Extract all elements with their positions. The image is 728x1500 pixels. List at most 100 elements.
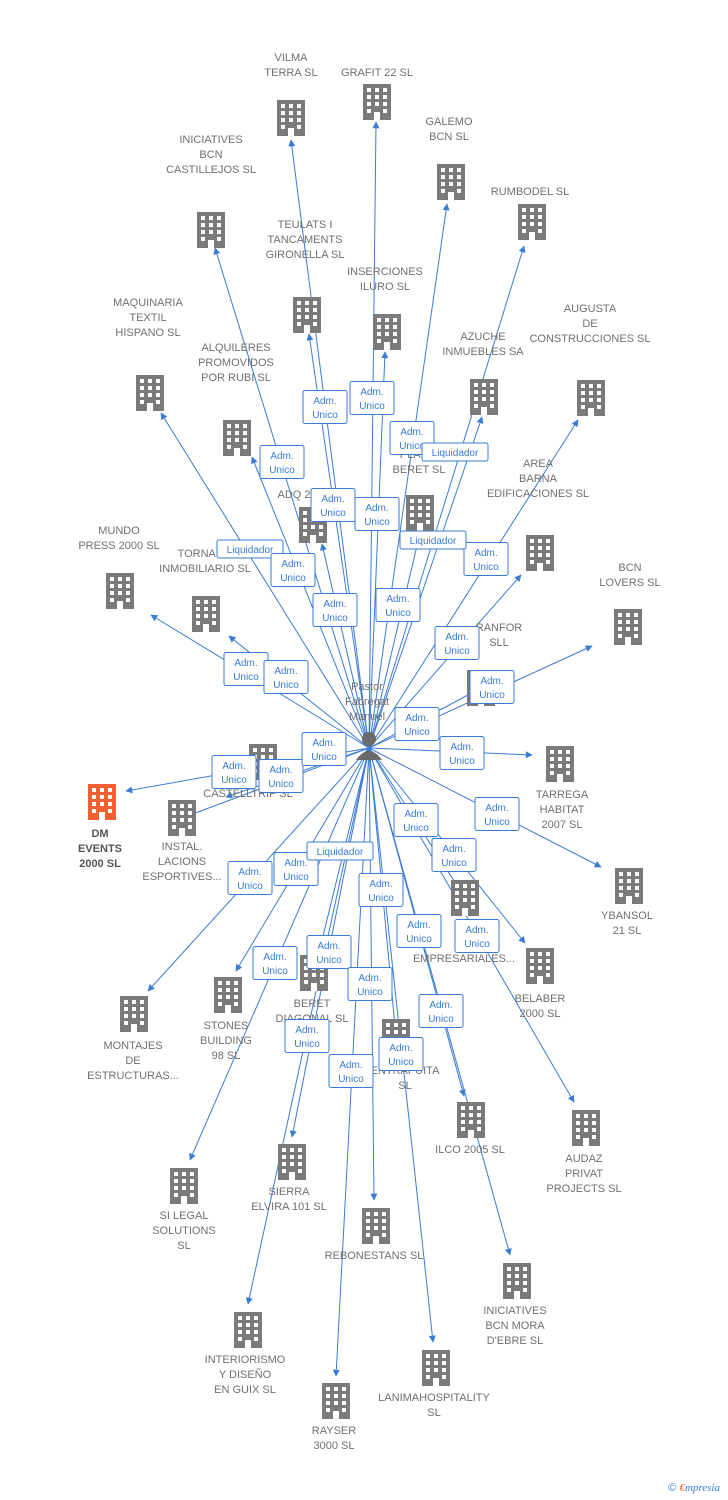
company-label: ILCO 2005 SL: [435, 1144, 505, 1156]
person-label: Pastor: [351, 681, 383, 693]
company-label: BCN MORA: [485, 1320, 545, 1332]
company-node-n7[interactable]: INSERCIONES ILURO SL: [347, 266, 423, 350]
company-node-n21[interactable]: INSTAL.LACIONSESPORTIVES...: [142, 800, 222, 883]
edge-label-text: Unico: [283, 872, 309, 883]
edge-label-box: [328, 1054, 374, 1088]
company-label: ADQ 2: [277, 489, 310, 501]
edge-label-n1: Adm.Unico: [302, 390, 348, 424]
edge-label-text: Unico: [403, 823, 429, 834]
edge-label-n8: Liquidador: [216, 539, 284, 559]
edge-label-text: Unico: [399, 441, 425, 452]
edge-label-text: Unico: [484, 817, 510, 828]
edge-label-box: [463, 542, 509, 576]
edge-label-n18: Adm.Unico: [394, 707, 440, 741]
company-label: 98 SL: [212, 1050, 241, 1062]
edge-n2: [368, 121, 380, 749]
edge-label-box: [302, 390, 348, 424]
company-label: HISPANO SL: [115, 327, 180, 339]
company-node-n2[interactable]: GRAFIT 22 SL: [341, 67, 413, 120]
edge-label-text: Unico: [294, 1039, 320, 1050]
edge-label-n32: Adm.Unico: [252, 946, 298, 980]
edge-label-n36: Adm.Unico: [284, 1019, 330, 1053]
edge-label-text: Unico: [464, 939, 490, 950]
edge-n8: [160, 412, 370, 749]
edge-label-n4: Liquidador: [421, 442, 489, 462]
edge-label-box: [421, 442, 489, 462]
company-label: TANCAMENTS: [268, 234, 343, 246]
edge-label-n6: Adm.Unico: [310, 488, 356, 522]
edge-label-n19: Adm.Unico: [258, 759, 304, 793]
building-icon: [406, 495, 434, 531]
edge-label-text: Unico: [233, 672, 259, 683]
edge-label-text: Adm.: [365, 503, 388, 514]
company-label: 2000 SL: [79, 858, 121, 870]
edge-label-n31: Adm. Unico: [454, 919, 500, 953]
company-label: INSERCIONES: [347, 266, 423, 278]
building-icon: [88, 784, 116, 820]
company-label: AUDAZ: [565, 1153, 603, 1165]
company-label: BERET: [294, 998, 331, 1010]
building-icon: [503, 1263, 531, 1299]
company-label: AUGUSTA: [564, 303, 617, 315]
company-node-n34[interactable]: REBONESTANS SL: [325, 1208, 424, 1262]
company-label: HABITAT: [540, 804, 585, 816]
building-icon: [170, 1168, 198, 1204]
building-icon: [278, 1144, 306, 1180]
edge-n13: [368, 532, 422, 749]
edge-n7: [368, 351, 389, 749]
edge-label-n23: Adm.Unico: [474, 797, 520, 831]
edge-label-n13: Liquidador: [399, 530, 467, 550]
edge-label-text: Liquidador: [317, 847, 364, 858]
company-node-n4[interactable]: RUMBODEL SL: [491, 186, 569, 240]
company-node-n30[interactable]: ILCO 2005 SL: [435, 1102, 505, 1156]
company-label: EMPRESARIALES...: [413, 953, 515, 965]
edge-label-box: [354, 497, 400, 531]
company-node-n12[interactable]: ADQ 2: [277, 489, 327, 543]
company-label: ALQUILERES: [201, 342, 270, 354]
company-label: POR RUBI SL: [201, 372, 271, 384]
edge-label-box: [434, 626, 480, 660]
company-label: ILURO SL: [360, 281, 410, 293]
company-label: LOVERS SL: [599, 577, 660, 589]
edge-label-box: [301, 732, 347, 766]
building-icon: [293, 297, 321, 333]
company-label: DE: [582, 318, 597, 330]
company-label: GALEMO: [425, 116, 473, 128]
company-node-n26[interactable]: MONTAJESDEESTRUCTURAS...: [87, 996, 179, 1082]
building-icon: [197, 212, 225, 248]
edge-label-text: Unico: [404, 727, 430, 738]
company-label: TEXTIL: [129, 312, 166, 324]
edge-label-box: [227, 861, 273, 895]
edge-label-text: Adm.: [465, 925, 488, 936]
edge-n12: [320, 543, 370, 749]
edge-label-box: [439, 736, 485, 770]
company-label: 2000 SL: [520, 1008, 561, 1020]
edge-label-text: Adm.: [474, 548, 497, 559]
